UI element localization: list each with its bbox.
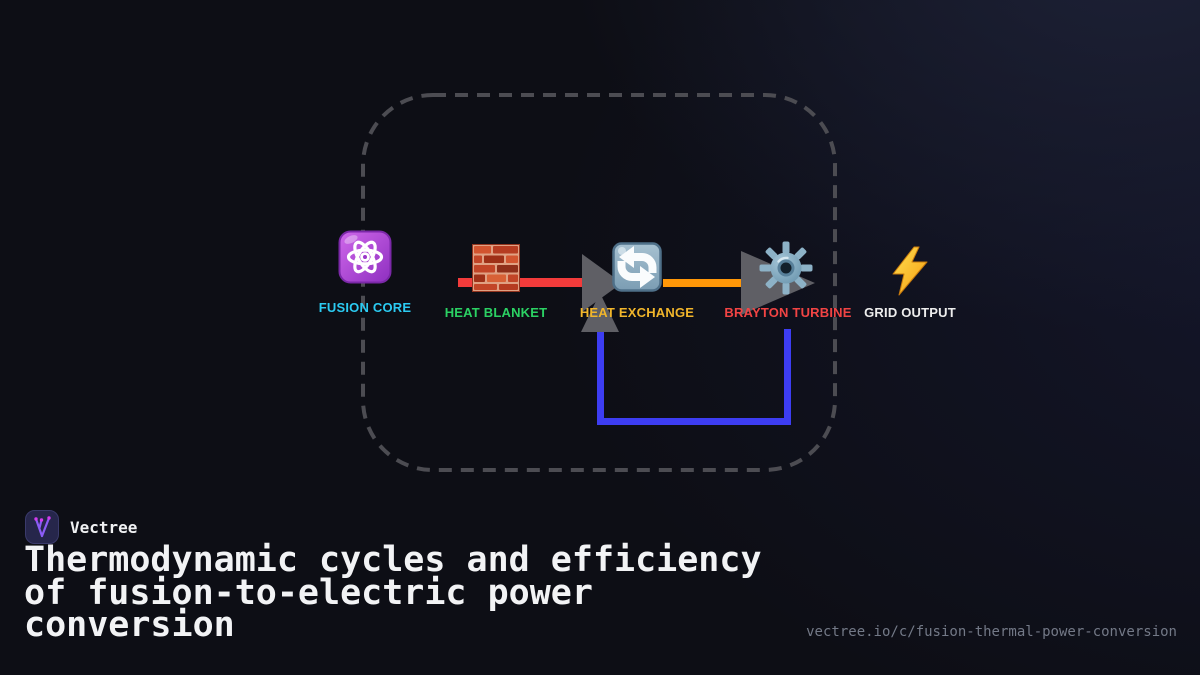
return-loop-line — [597, 418, 791, 425]
atom-icon — [338, 230, 392, 284]
return-loop-line — [597, 331, 604, 425]
arrowhead-up-icon — [581, 293, 619, 332]
brand-name: Vectree — [70, 517, 138, 537]
recycle-arrows-icon — [612, 242, 662, 292]
return-loop-line — [784, 329, 791, 425]
gear-icon — [758, 240, 814, 296]
node-label-heat-exchange: HEAT EXCHANGE — [579, 305, 695, 320]
lightning-bolt-icon — [891, 246, 929, 296]
brand-row: Vectree — [25, 510, 137, 544]
node-label-heat-blanket: HEAT BLANKET — [444, 305, 548, 320]
vectree-logo-icon — [25, 510, 59, 544]
hot-gas-line — [663, 279, 742, 287]
brick-wall-icon — [472, 244, 520, 292]
page-url: vectree.io/c/fusion-thermal-power-conver… — [806, 624, 1177, 640]
page-title: Thermodynamic cycles and efficiency of f… — [24, 540, 762, 645]
node-label-grid-output: GRID OUTPUT — [864, 305, 956, 320]
heat-flow-line — [458, 278, 585, 287]
node-label-fusion-core: FUSION CORE — [318, 300, 412, 315]
node-label-brayton-turbine: BRAYTON TURBINE — [724, 305, 852, 320]
